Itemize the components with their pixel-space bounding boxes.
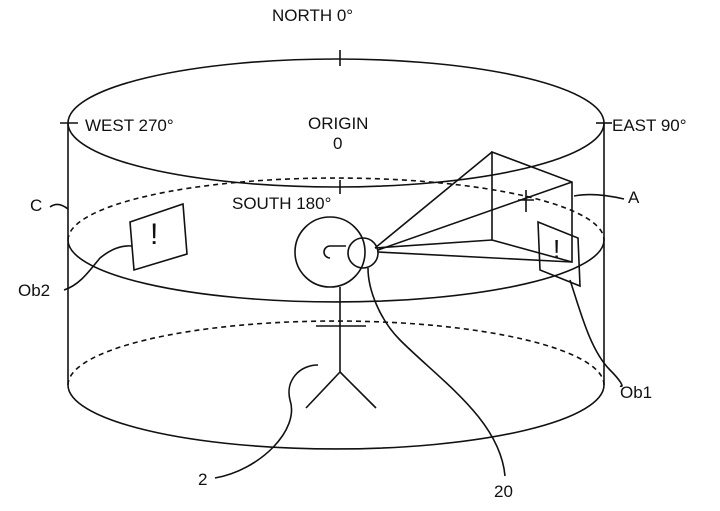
ear-icon [323,245,346,259]
bottom-ellipse-front [67,384,605,450]
origin-value: 0 [333,134,343,153]
origin-label: ORIGIN [308,114,369,133]
west-label: WEST 270° [85,116,174,135]
bottom-ellipse-back [67,320,605,386]
middle-ellipse-front [67,239,605,303]
label-c: C [30,196,43,215]
north-label: NORTH 0° [272,6,354,25]
south-label: SOUTH 180° [232,194,332,213]
leader-ob2 [63,245,133,291]
label-display-device: 20 [494,482,513,501]
leader-ob1 [569,279,623,388]
frustum-edge [377,181,573,251]
ob2-exclamation-icon: ! [150,218,159,251]
user-head [294,216,366,288]
leader-a [573,193,625,200]
leader-2 [214,364,319,479]
crosshair-icon [518,190,534,212]
ob1-exclamation-icon: ! [553,234,561,264]
object-ob2-panel [129,202,188,272]
label-a: A [628,188,640,207]
label-ob2: Ob2 [18,281,51,300]
object-ob1-panel [537,220,581,288]
user-left-leg [305,371,341,409]
display-device [347,237,379,269]
frustum-edge [374,151,493,249]
label-ob1: Ob1 [620,383,653,402]
leader-c [49,203,69,210]
user-right-leg [339,371,377,409]
label-user: 2 [198,470,208,489]
east-label: EAST 90° [612,116,687,135]
leader-20 [367,267,506,477]
frustum-edge [374,239,493,249]
